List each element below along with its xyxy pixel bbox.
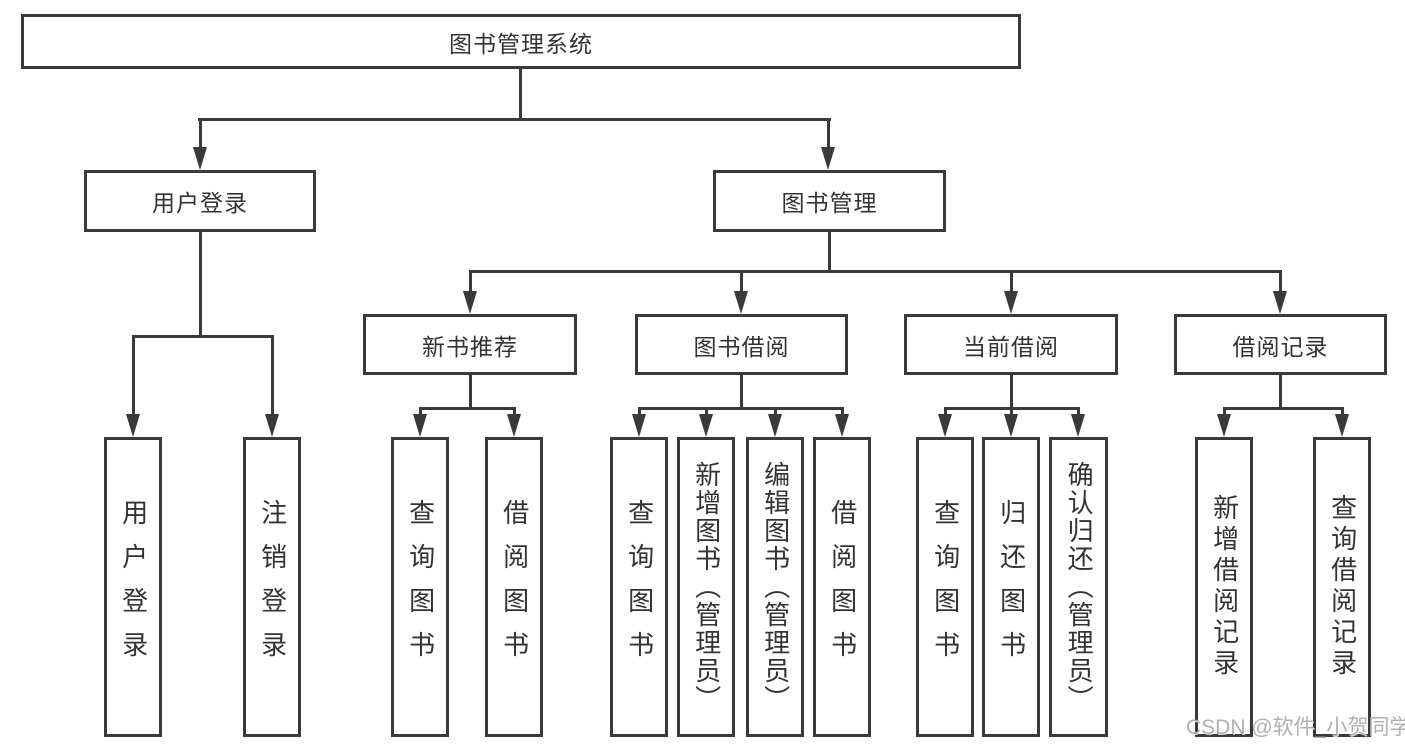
- connector-line: [638, 410, 641, 416]
- arrow-down-icon: [821, 147, 835, 170]
- node-borrow-records: 借阅记录: [1174, 314, 1387, 375]
- connector-line: [469, 273, 472, 293]
- arrow-down-icon: [835, 414, 849, 437]
- node-label: 借阅记录: [1232, 333, 1329, 360]
- leaf-return-book: 归还图书: [982, 437, 1040, 737]
- connector-line: [1010, 375, 1013, 410]
- leaf-edit-book-admin: 编辑图书（管理员）: [746, 437, 804, 737]
- connector-line: [944, 410, 947, 416]
- connector-line: [1279, 375, 1282, 410]
- leaf-label: 用户登录: [118, 499, 149, 675]
- arrow-down-icon: [734, 291, 748, 314]
- connector-line: [419, 407, 516, 410]
- leaf-confirm-return-admin: 确认归还（管理员）: [1049, 437, 1108, 737]
- leaf-label: 查询借阅记录: [1327, 494, 1358, 680]
- connector-line: [827, 121, 830, 149]
- node-current-borrow: 当前借阅: [904, 314, 1118, 375]
- leaf-borrow-books-recommend: 借阅图书: [485, 437, 543, 737]
- csdn-watermark: CSDN @软件_小贺同学: [1186, 716, 1405, 739]
- connector-line: [1077, 410, 1080, 416]
- connector-line: [199, 232, 202, 337]
- leaf-logout: 注销登录: [243, 437, 301, 737]
- leaf-borrow-books-borrow: 借阅图书: [813, 437, 871, 737]
- connector-line: [419, 410, 422, 416]
- connector-line: [638, 407, 844, 410]
- node-label: 新书推荐: [422, 333, 518, 360]
- node-root: 图书管理系统: [21, 14, 1021, 69]
- connector-line: [841, 410, 844, 416]
- arrow-down-icon: [265, 414, 279, 437]
- arrow-down-icon: [126, 414, 140, 437]
- connector-line: [132, 338, 135, 416]
- leaf-label: 新增借阅记录: [1209, 494, 1240, 680]
- node-label: 当前借阅: [963, 333, 1059, 360]
- arrow-down-icon: [1335, 414, 1349, 437]
- leaf-label: 查询图书: [405, 499, 436, 675]
- leaf-label: 新增图书（管理员）: [691, 461, 722, 713]
- node-user-login: 用户登录: [84, 170, 316, 232]
- connector-line: [132, 335, 274, 338]
- arrow-down-icon: [1217, 414, 1231, 437]
- leaf-query-borrow-record: 查询借阅记录: [1313, 437, 1371, 737]
- connector-line: [1223, 407, 1344, 410]
- arrow-down-icon: [463, 291, 477, 314]
- leaf-query-books-recommend: 查询图书: [391, 437, 449, 737]
- arrow-down-icon: [1071, 414, 1085, 437]
- connector-line: [1010, 410, 1013, 416]
- connector-line: [519, 69, 522, 121]
- connector-line: [1010, 273, 1013, 293]
- leaf-label: 借阅图书: [827, 499, 858, 675]
- leaf-label: 查询图书: [930, 499, 961, 675]
- connector-line: [740, 375, 743, 410]
- node-book-borrow: 图书借阅: [635, 314, 848, 375]
- leaf-add-book-admin: 新增图书（管理员）: [677, 437, 735, 737]
- arrow-down-icon: [1004, 291, 1018, 314]
- node-book-management: 图书管理: [713, 170, 946, 232]
- connector-line: [271, 338, 274, 416]
- arrow-down-icon: [193, 147, 207, 170]
- arrow-down-icon: [938, 414, 952, 437]
- connector-line: [774, 410, 777, 416]
- leaf-label: 编辑图书（管理员）: [760, 461, 791, 713]
- node-new-book-recommend: 新书推荐: [363, 314, 577, 375]
- connector-line: [828, 232, 831, 273]
- arrow-down-icon: [699, 414, 713, 437]
- leaf-label: 查询图书: [624, 499, 655, 675]
- leaf-query-books-borrow: 查询图书: [610, 437, 668, 737]
- connector-line: [513, 410, 516, 416]
- arrow-down-icon: [632, 414, 646, 437]
- connector-line: [198, 118, 831, 121]
- arrow-down-icon: [507, 414, 521, 437]
- arrow-down-icon: [1273, 291, 1287, 314]
- arrow-down-icon: [413, 414, 427, 437]
- connector-line: [199, 121, 202, 149]
- leaf-user-login: 用户登录: [104, 437, 162, 737]
- arrow-down-icon: [1004, 414, 1018, 437]
- leaf-add-borrow-record: 新增借阅记录: [1195, 437, 1253, 737]
- node-label: 图书管理: [781, 190, 878, 216]
- connector-line: [1341, 410, 1344, 416]
- connector-line: [740, 273, 743, 293]
- node-label: 图书借阅: [693, 333, 790, 360]
- connector-line: [705, 410, 708, 416]
- node-label: 用户登录: [152, 190, 248, 216]
- connector-line: [469, 375, 472, 410]
- arrow-down-icon: [768, 414, 782, 437]
- leaf-query-books-current: 查询图书: [916, 437, 974, 737]
- connector-line: [1279, 273, 1282, 293]
- leaf-label: 确认归还（管理员）: [1064, 461, 1095, 713]
- connector-line: [944, 407, 1080, 410]
- connector-line: [469, 270, 1282, 273]
- leaf-label: 注销登录: [257, 499, 288, 675]
- leaf-label: 归还图书: [996, 499, 1027, 675]
- connector-line: [1223, 410, 1226, 416]
- leaf-label: 借阅图书: [499, 499, 530, 675]
- node-label: 图书管理系统: [449, 30, 593, 57]
